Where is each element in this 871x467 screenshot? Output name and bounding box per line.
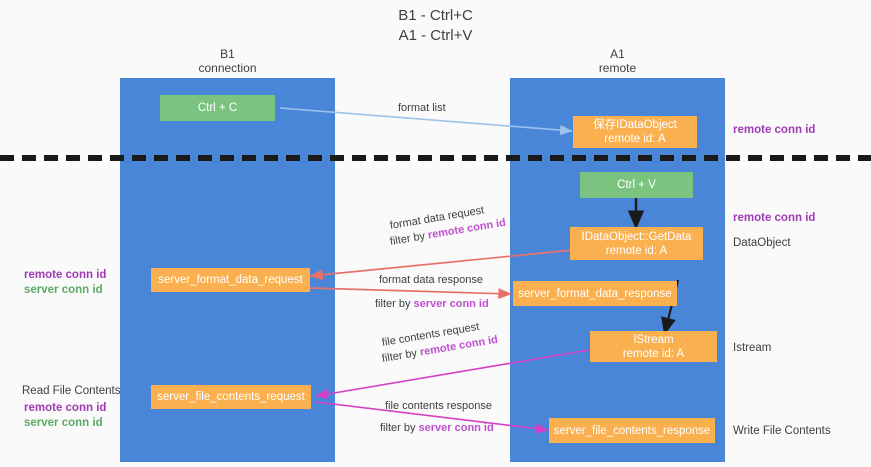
phase-separator [0,155,871,161]
node-server-file-contents-request[interactable]: server_file_contents_request [151,385,311,409]
annotation-dataobject: DataObject [733,237,791,249]
annotation-write-file-contents: Write File Contents [733,425,831,437]
filter-prefix: filter by [381,346,421,365]
filter-prefix: filter by [389,229,429,248]
annotation-remote-conn-id-left-read: remote conn id [24,402,107,414]
annotation-read-file-contents: Read File Contents [22,385,121,397]
node-server-format-data-request[interactable]: server_format_data_request [151,268,310,292]
node-istream[interactable]: IStream remote id: A [590,331,717,362]
edge-label-format-data-response-line2: filter by server conn id [375,297,489,311]
node-server-format-data-response[interactable]: server_format_data_response [513,281,677,306]
page-title: B1 - Ctrl+C A1 - Ctrl+V [398,7,473,44]
annotation-remote-conn-id-left: remote conn id [24,269,107,281]
node-idataobject-getdata[interactable]: IDataObject::GetData remote id: A [570,227,703,260]
annotation-server-conn-id-left-read: server conn id [24,417,103,429]
filter-key-server-conn-id: server conn id [418,422,494,434]
annotation-left-conn-ids-read: remote conn id server conn id [24,401,106,431]
filter-prefix: filter by [375,298,414,310]
annotation-server-conn-id-left: server conn id [24,284,103,296]
node-ctrl-c[interactable]: Ctrl + C [160,95,275,121]
filter-key-server-conn-id: server conn id [413,298,489,310]
annotation-remote-conn-id-getdata: remote conn id [733,212,816,224]
edge-label-file-contents-request: file contents request filter by remote c… [381,321,499,366]
annotation-istream: Istream [733,342,772,354]
column-header-b1: B1 connection [198,47,257,75]
node-save-idataobject[interactable]: 保存IDataObject remote id: A [573,116,697,148]
edge-label-file-contents-response-line1: file contents response [385,400,493,412]
node-server-file-contents-response[interactable]: server_file_contents_response [549,418,715,443]
edge-label-format-list: format list [398,102,446,114]
column-header-a1: A1 remote [598,47,637,75]
annotation-remote-conn-id-top: remote conn id [733,124,816,136]
edge-label-format-data-response-line1: format data response [379,274,483,286]
edge-label-file-contents-response: file contents response filter by server … [380,399,494,435]
edge-label-format-data-response: format data response filter by server co… [375,273,489,311]
edge-label-file-contents-response-line2: filter by server conn id [380,421,494,435]
edge-label-format-data-request: format data request filter by remote con… [389,204,507,249]
annotation-left-conn-ids: remote conn id server conn id [24,268,106,298]
filter-prefix: filter by [380,422,419,434]
node-ctrl-v[interactable]: Ctrl + V [580,172,693,198]
